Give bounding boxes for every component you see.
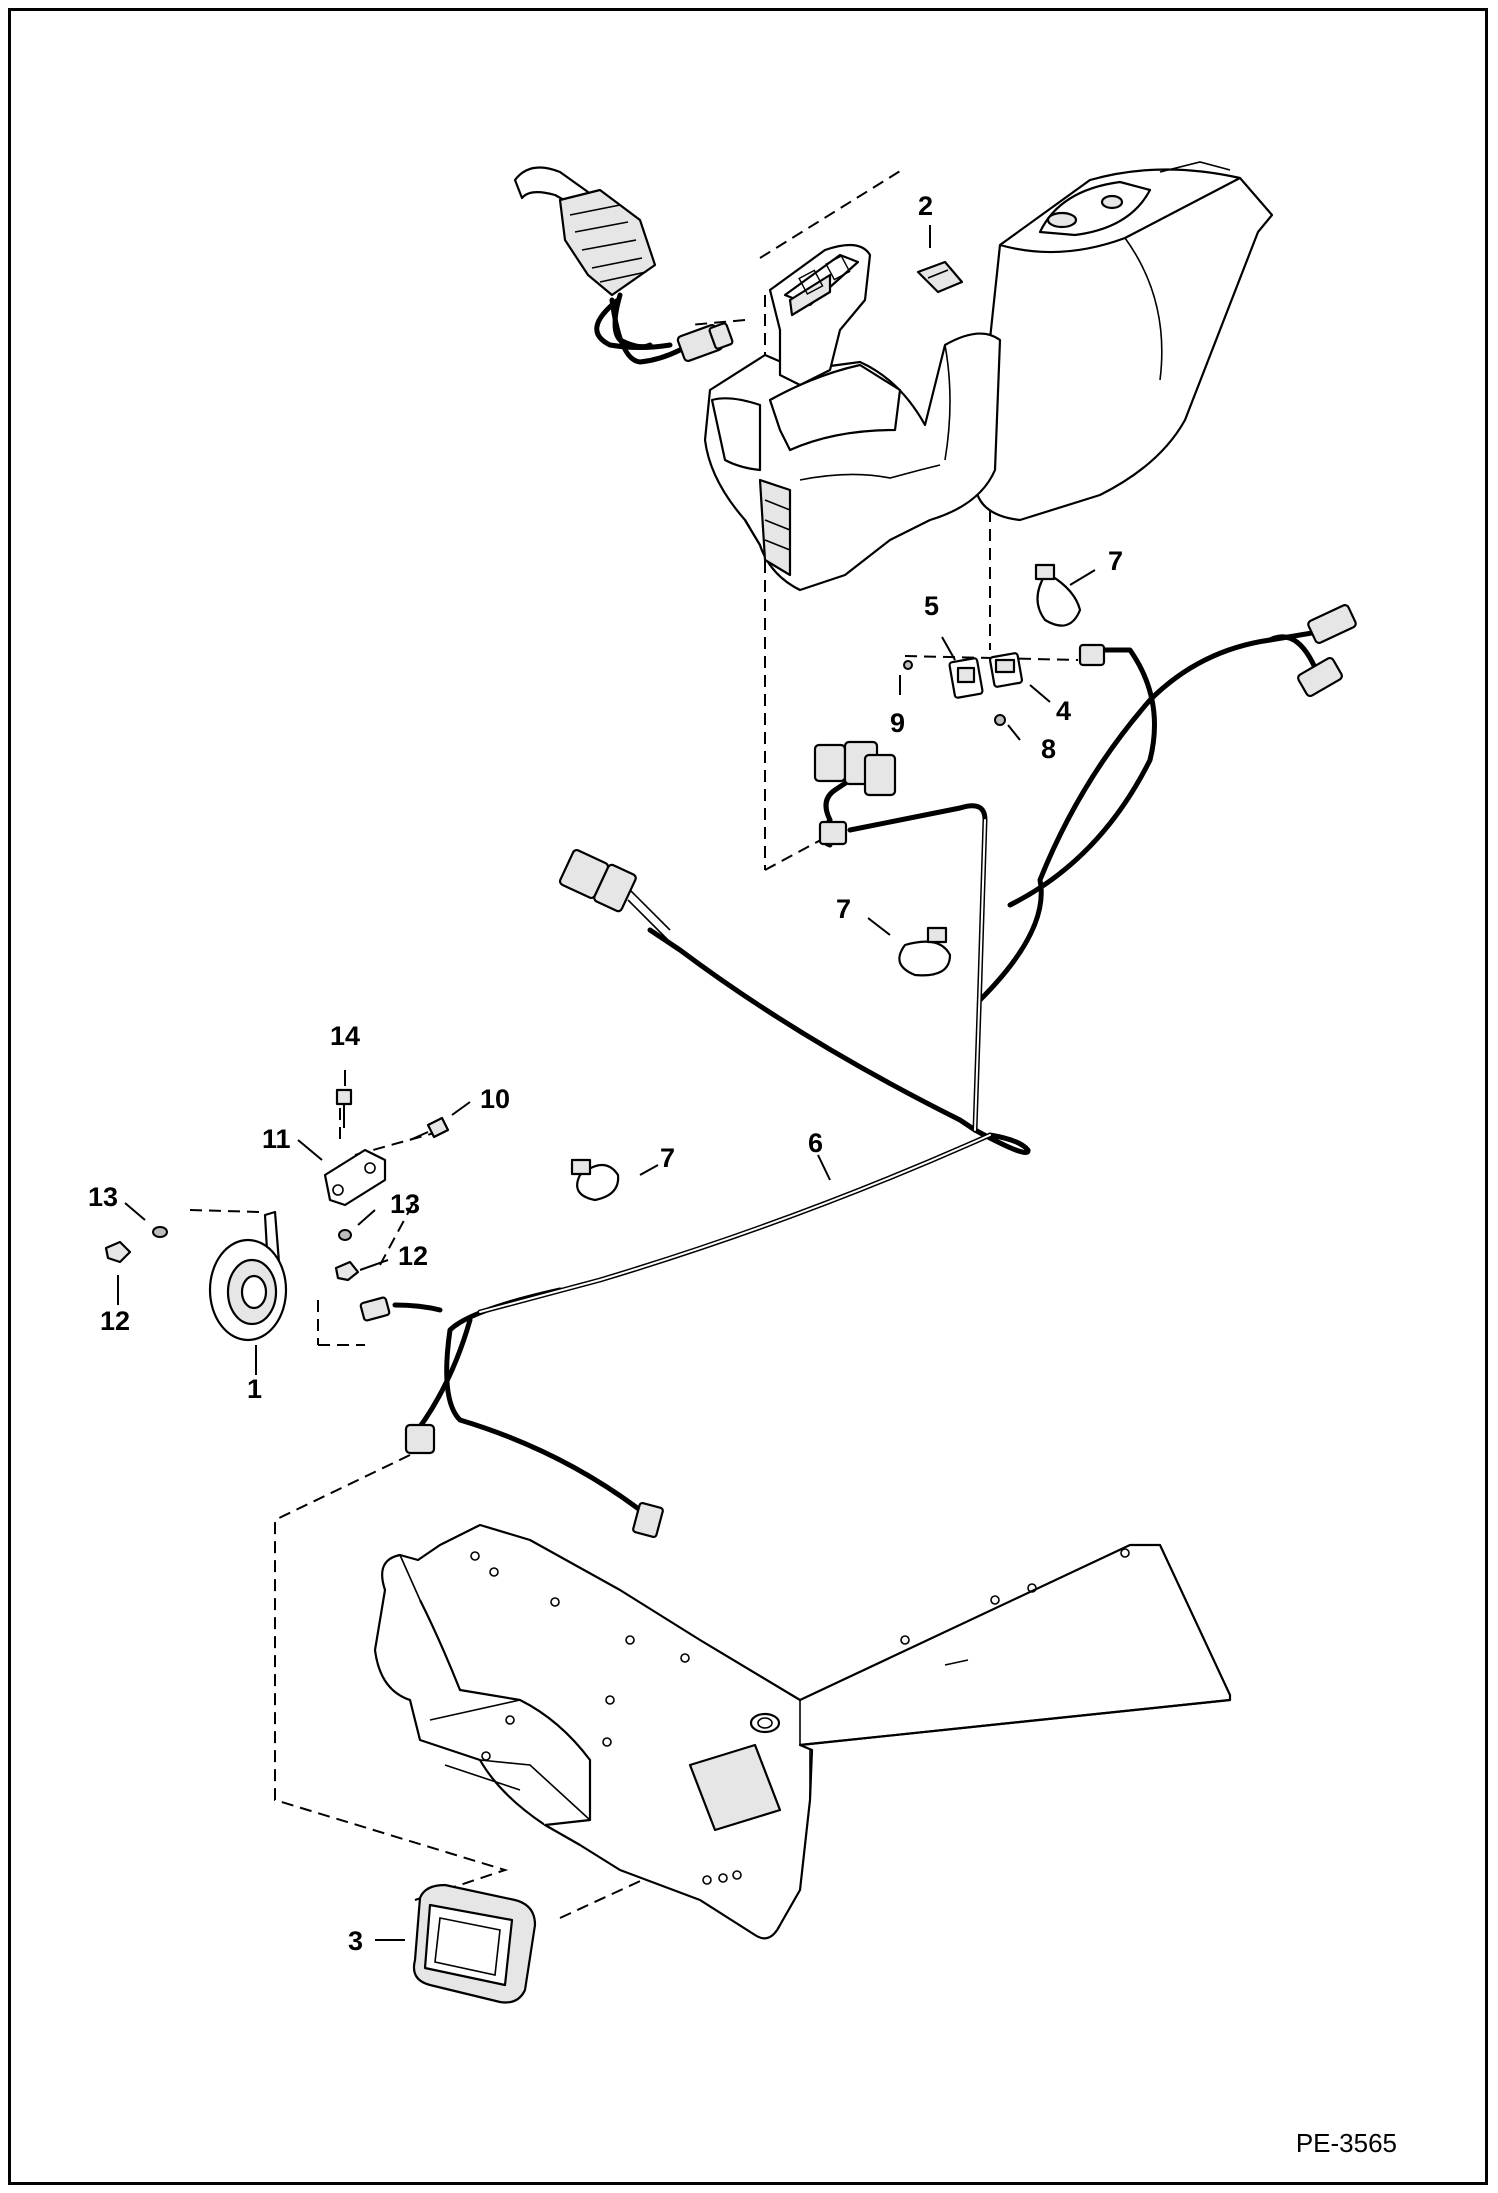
callout-6: 6: [808, 1128, 823, 1158]
switch-parts-4-5-8-9: [903, 652, 1024, 726]
callout-4: 4: [1056, 696, 1071, 726]
callout-8: 8: [1041, 734, 1056, 764]
callout-1: 1: [247, 1374, 262, 1404]
cable-tie-parts: [570, 563, 1082, 1202]
callout-14: 14: [330, 1021, 360, 1051]
horn-assembly: [104, 1088, 450, 1342]
callout-12: 12: [398, 1241, 428, 1271]
callout-9: 9: [890, 708, 905, 738]
callout-5: 5: [924, 591, 939, 621]
callout-2: 2: [918, 191, 933, 221]
callout-7: 7: [660, 1143, 675, 1173]
operator-console: ☐ ☐: [703, 161, 1274, 592]
drawing-frame: [8, 8, 1488, 2185]
grommet-part-3: [412, 1883, 537, 2004]
callout-12: 12: [100, 1306, 130, 1336]
switch-part-2: [916, 260, 964, 294]
figure-reference-code: PE-3565: [1296, 2128, 1397, 2158]
callout-7: 7: [836, 894, 851, 924]
joystick-grip-harness: [513, 166, 734, 365]
main-wiring-harness: [359, 604, 1357, 1539]
callout-13: 13: [390, 1189, 420, 1219]
callout-3: 3: [348, 1926, 363, 1956]
machine-frame: [373, 1523, 1232, 1940]
callout-leaders: [117, 225, 1096, 1941]
callout-10: 10: [480, 1084, 510, 1114]
callout-labels: 2 7 5 4 9 8 7 14 10 11 7 6 13 13 12 12 1…: [88, 191, 1123, 1956]
callout-13: 13: [88, 1182, 118, 1212]
callout-11: 11: [262, 1124, 291, 1154]
callout-7: 7: [1108, 546, 1123, 576]
